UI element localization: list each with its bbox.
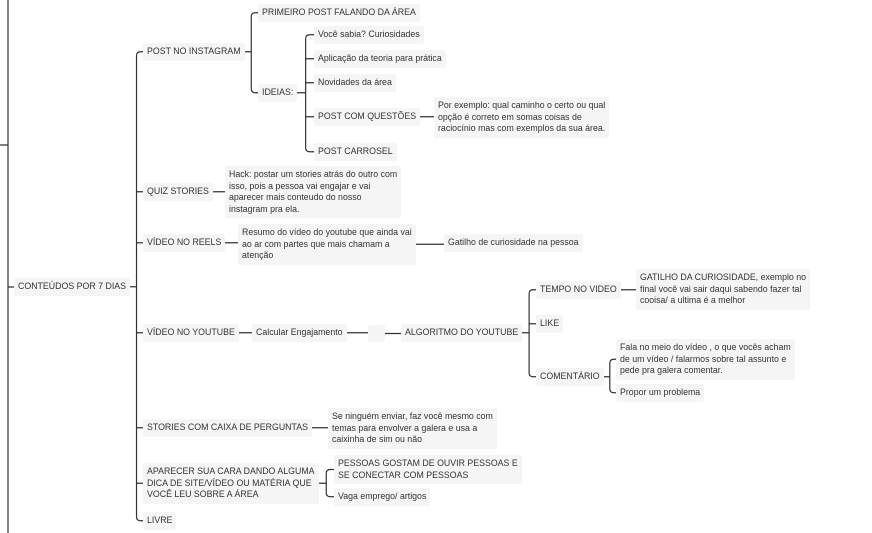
node-label: Gatilho de curiosidade na pessoa	[448, 237, 579, 247]
node-text-line: PESSOAS GOSTAM DE OUVIR PESSOAS E	[338, 458, 518, 468]
node-label: TEMPO NO VIDEO	[540, 284, 617, 294]
connector-line	[296, 34, 315, 153]
node-text-line: de um vídeo / falarmos sobre tal assunto…	[620, 353, 787, 364]
node-text-line: ao ar com partes que mais chamam a	[242, 238, 390, 249]
node-fala-meio-video[interactable]: Fala no meio do vídeo , o que vocês acha…	[616, 339, 795, 380]
node-label: VÍDEO NO REELS	[147, 237, 222, 247]
node-aparecer-sua-cara[interactable]: APARECER SUA CARA DANDO ALGUMA DICA DE S…	[143, 463, 319, 504]
node-pessoas-gostam[interactable]: PESSOAS GOSTAM DE OUVIR PESSOAS E SE CON…	[334, 455, 522, 484]
node-label: STORIES COM CAIXA DE PERGUNTAS	[147, 422, 308, 432]
node-text-line: Se ninguém enviar, faz você mesmo com	[332, 411, 493, 421]
node-video-no-reels[interactable]: VÍDEO NO REELS	[143, 234, 226, 252]
node-tempo-no-video[interactable]: TEMPO NO VIDEO	[536, 281, 621, 299]
node-post-com-questoes[interactable]: POST COM QUESTÕES	[314, 108, 421, 126]
node-label: LIVRE	[147, 515, 173, 525]
node-voce-sabia[interactable]: Você sabia? Curiosidades	[314, 26, 424, 44]
node-label: ALGORITMO DO YOUTUBE	[405, 327, 519, 337]
outer-branch-line	[0, 0, 15, 533]
node-ideias[interactable]: IDEIAS:	[258, 84, 298, 102]
node-text-line: SE CONECTAR COM PESSOAS	[338, 469, 469, 480]
node-text-line: GATILHO DA CURIOSIDADE, exemplo no	[640, 272, 807, 282]
node-label: Vaga emprego/ artigos	[338, 491, 427, 501]
node-resumo-video[interactable]: Resumo do vídeo do youtube que ainda vai…	[238, 224, 416, 265]
node-text-line: cooisa/ a ultima é a melhor	[640, 295, 746, 305]
node-video-no-youtube[interactable]: VÍDEO NO YOUTUBE	[143, 324, 239, 342]
node-post-carrosel[interactable]: POST CARROSEL	[314, 143, 397, 161]
node-text-line: Fala no meio do vídeo , o que vocês acha…	[620, 342, 791, 352]
connector-line	[317, 468, 335, 498]
node-text-line: pede pra galera comentar.	[620, 365, 723, 375]
node-label: Aplicação da teoria para prática	[318, 53, 442, 63]
node-gatilho-curiosidade-pessoa[interactable]: Gatilho de curiosidade na pessoa	[444, 234, 583, 252]
node-quiz-stories[interactable]: QUIZ STORIES	[143, 183, 213, 201]
node-label: IDEIAS:	[262, 87, 294, 97]
node-text-line: Por exemplo: qual caminho o certo ou qua…	[438, 100, 606, 110]
node-conteudos-por-7-dias[interactable]: CONTEÚDOS POR 7 DIAS	[14, 278, 131, 296]
node-like[interactable]: LIKE	[536, 315, 564, 333]
node-label: POST COM QUESTÕES	[318, 111, 417, 121]
connector-line	[521, 289, 537, 378]
node-label: COMENTÁRIO	[540, 371, 600, 381]
node-text-line: instagram pra ela.	[229, 203, 300, 214]
node-post-no-instagram[interactable]: POST NO INSTAGRAM	[143, 43, 245, 61]
node-algoritmo-do-youtube[interactable]: ALGORITMO DO YOUTUBE	[401, 324, 523, 342]
node-gatilho-da-curiosidade[interactable]: GATILHO DA CURIOSIDADE, exemplo no final…	[636, 269, 811, 310]
node-livre[interactable]: LIVRE	[143, 512, 177, 530]
node-propor-problema[interactable]: Propor um problema	[616, 384, 705, 402]
node-text-line: caixinha de sim ou não	[332, 434, 422, 444]
node-text-line: Resumo do vídeo do youtube que ainda vai	[242, 227, 412, 237]
connector-line	[129, 51, 144, 522]
connector-line	[603, 358, 617, 394]
node-novidades-area[interactable]: Novidades da área	[314, 74, 396, 92]
node-text-line: DICA DE SITE/VÍDEO OU MATÉRIA QUE	[147, 477, 312, 488]
node-primeiro-post[interactable]: PRIMEIRO POST FALANDO DA ÁREA	[258, 4, 420, 22]
node-aplicacao-teoria[interactable]: Aplicação da teoria para prática	[314, 50, 446, 68]
node-text-line: temas para envolver a galera e usa a	[332, 422, 478, 433]
node-calcular-engajamento[interactable]: Calcular Engajamento	[252, 324, 347, 342]
empty-node[interactable]	[368, 325, 385, 342]
node-label: Novidades da área	[318, 77, 392, 87]
node-label: CONTEÚDOS POR 7 DIAS	[18, 281, 127, 291]
node-se-ninguem-enviar[interactable]: Se ninguém enviar, faz você mesmo com te…	[328, 408, 497, 449]
node-label: POST NO INSTAGRAM	[147, 46, 241, 56]
connector-line	[243, 12, 259, 94]
node-text-line: isso, pois a pessoa vai engajar e vai	[229, 180, 371, 191]
node-text-line: aparecer mais conteudo do nosso	[229, 192, 362, 202]
node-text-line: VOCÊ LEU SOBRE A ÁREA	[147, 489, 259, 499]
node-label: Propor um problema	[620, 387, 701, 397]
node-label: LIKE	[540, 318, 560, 328]
node-comentario[interactable]: COMENTÁRIO	[536, 368, 604, 386]
node-text-line: APARECER SUA CARA DANDO ALGUMA	[147, 466, 315, 476]
node-hack-stories[interactable]: Hack: postar um stories atrás do outro c…	[225, 166, 402, 218]
node-label: Calcular Engajamento	[256, 327, 343, 337]
node-label: POST CARROSEL	[318, 146, 393, 156]
node-text-line: Hack: postar um stories atrás do outro c…	[229, 169, 398, 179]
node-exemplo-questoes[interactable]: Por exemplo: qual caminho o certo ou qua…	[434, 97, 610, 138]
node-text-line: final você vai sair daqui sabendo fazer …	[640, 283, 802, 294]
node-label: QUIZ STORIES	[147, 186, 209, 196]
node-label: Você sabia? Curiosidades	[318, 29, 420, 39]
node-text-line: raciocínio mas com exemplos da sua área.	[438, 123, 606, 133]
node-vaga-emprego[interactable]: Vaga emprego/ artigos	[334, 488, 431, 506]
node-text-line: opção é correto em somas coisas de	[438, 111, 582, 122]
node-label: PRIMEIRO POST FALANDO DA ÁREA	[262, 7, 416, 17]
node-stories-caixa-perguntas[interactable]: STORIES COM CAIXA DE PERGUNTAS	[143, 419, 312, 437]
node-label: VÍDEO NO YOUTUBE	[147, 327, 235, 337]
node-text-line: atenção	[242, 250, 274, 260]
